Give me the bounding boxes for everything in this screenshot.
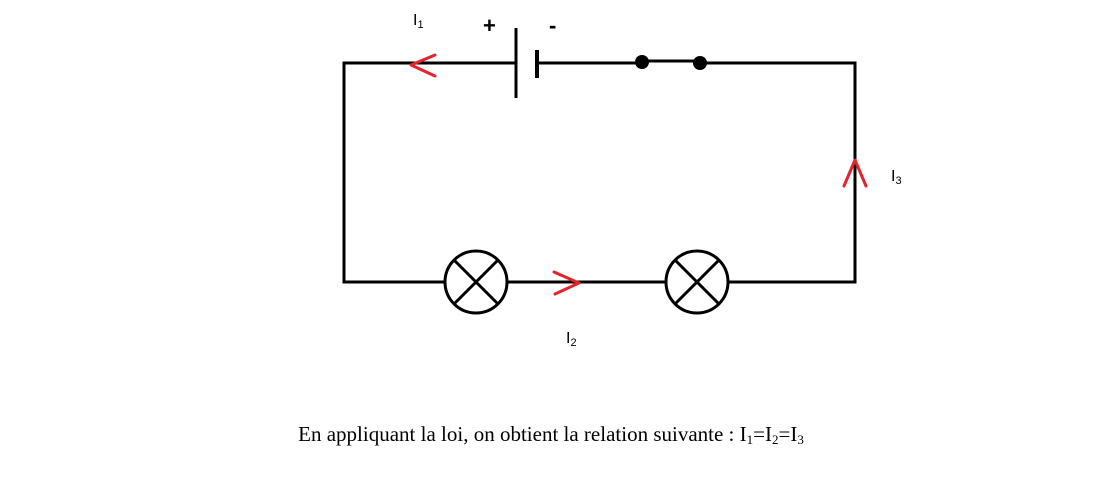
current-arrow-i1 xyxy=(409,53,437,78)
lamp-1-cross-b xyxy=(452,258,500,306)
lamp-1-bulb xyxy=(443,249,509,315)
caption-text: En appliquant la loi, on obtient la rela… xyxy=(298,422,740,446)
current-label-i2: I2 xyxy=(566,330,577,349)
switch xyxy=(635,55,707,70)
current-arrow-i2 xyxy=(552,270,581,296)
current-arrow-i3 xyxy=(842,158,868,188)
wire-switch-right xyxy=(700,61,857,284)
current-label-i1: I1 xyxy=(413,12,424,31)
lamp-2 xyxy=(664,249,730,315)
lamp-2-bulb xyxy=(664,249,730,315)
lamp-1 xyxy=(443,249,509,315)
caption-relation: I1=I2=I3 xyxy=(739,422,804,447)
battery-minus-label: - xyxy=(549,13,556,38)
caption: En appliquant la loi, on obtient la rela… xyxy=(0,422,1102,448)
switch-contact-left xyxy=(635,55,649,69)
wires xyxy=(342,61,857,284)
switch-contact-right xyxy=(693,56,707,70)
wire-left-top xyxy=(342,61,516,284)
lamp-2-cross-b xyxy=(673,258,721,306)
battery: + - xyxy=(483,13,556,98)
current-label-i3: I3 xyxy=(891,168,902,187)
battery-plus-label: + xyxy=(483,13,496,38)
